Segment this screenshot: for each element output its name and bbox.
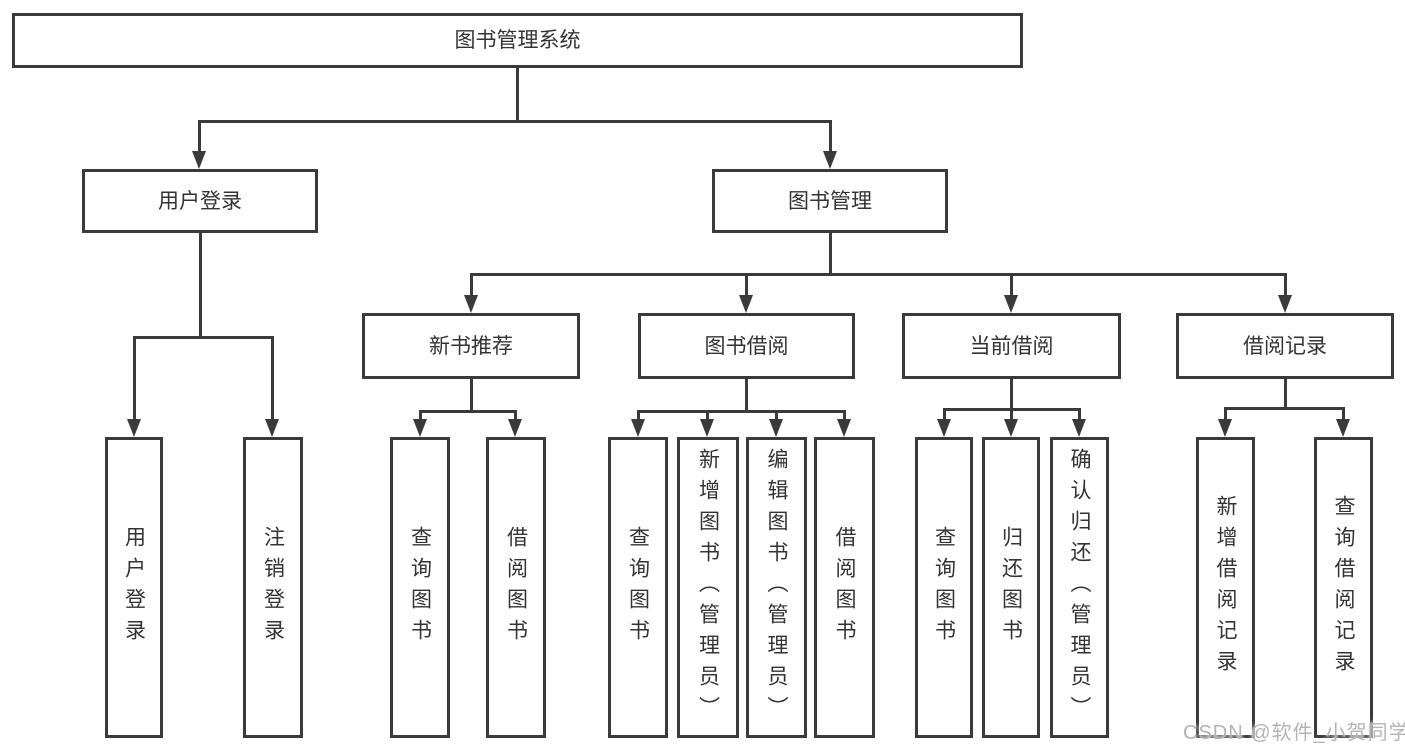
node-new-book-recommend: 新书推荐 [362, 313, 580, 379]
arrow-down-leaf [837, 419, 851, 437]
arrow-down-leaf [1336, 419, 1350, 437]
connector-leaf-shaft [271, 336, 274, 421]
leaf-add-book-admin-label: 新增图书（管理员） [696, 448, 720, 727]
node-user-login: 用户登录 [82, 169, 318, 233]
connector-leaf-shaft [943, 408, 946, 422]
leaf-return-book: 归还图书 [982, 437, 1040, 738]
connector-book-mgmt-shaft [829, 120, 832, 153]
arrow-down-current-borrow [1004, 295, 1018, 313]
connector-book-borrow-drop [745, 379, 748, 413]
leaf-add-book-admin: 新增图书（管理员） [677, 437, 739, 738]
connector-leaf-shaft [843, 410, 846, 422]
csdn-watermark: CSDN @软件_小贺同学 [1183, 722, 1405, 744]
arrow-down-leaf [769, 419, 783, 437]
connector-l3-shaft [1284, 273, 1287, 298]
leaf-logout: 注销登录 [243, 437, 303, 738]
arrow-down-book-mgmt [823, 151, 837, 169]
node-library-system: 图书管理系统 [12, 13, 1023, 68]
node-current-borrow: 当前借阅 [902, 313, 1121, 379]
arrow-down-leaf [1072, 419, 1086, 437]
arrow-down-leaf [1218, 419, 1232, 437]
connector-leaf-shaft [514, 410, 517, 422]
leaf-confirm-return-admin-label: 确认归还（管理员） [1068, 448, 1091, 727]
node-book-borrow: 图书借阅 [638, 313, 855, 379]
connector-leaf-shaft [775, 410, 778, 422]
connector-l3-shaft [745, 273, 748, 298]
leaf-user-login: 用户登录 [105, 437, 163, 738]
connector-current-borrow-drop [1010, 379, 1013, 411]
connector-leaf-shaft [706, 410, 709, 422]
connector-root-drop [516, 68, 519, 120]
connector-book-borrow-bar [637, 410, 846, 413]
connector-book-mgmt-bar [470, 273, 1286, 276]
connector-leaf-shaft [419, 410, 422, 422]
leaf-logout-label: 注销登录 [261, 525, 285, 650]
leaf-add-borrow-record-label: 新增借阅记录 [1214, 494, 1237, 681]
arrow-down-leaf [127, 419, 141, 437]
connector-user-login-bar [133, 336, 274, 339]
leaf-borrow-query-book: 查询图书 [608, 437, 668, 738]
connector-leaf-shaft [637, 410, 640, 422]
leaf-newbook-query-label: 查询图书 [408, 525, 432, 650]
connector-borrow-record-bar [1224, 407, 1345, 410]
arrow-down-leaf [508, 419, 522, 437]
connector-book-mgmt-drop [829, 233, 832, 276]
connector-new-book-drop [470, 379, 473, 413]
connector-leaf-shaft [1224, 407, 1227, 422]
leaf-borrow-book: 借阅图书 [814, 437, 875, 738]
arrow-down-borrow-record [1278, 295, 1292, 313]
connector-leaf-shaft [1010, 408, 1013, 422]
leaf-return-book-label: 归还图书 [999, 525, 1023, 650]
connector-root-bar [198, 120, 832, 123]
leaf-confirm-return-admin: 确认归还（管理员） [1050, 437, 1109, 738]
leaf-borrow-book-label: 借阅图书 [833, 525, 856, 650]
node-book-management: 图书管理 [712, 169, 948, 233]
node-user-login-label: 用户登录 [158, 189, 242, 213]
node-book-management-label: 图书管理 [788, 189, 872, 213]
node-borrow-record-label: 借阅记录 [1243, 334, 1327, 358]
connector-leaf-shaft [1078, 408, 1081, 422]
arrow-down-leaf [1004, 419, 1018, 437]
connector-leaf-shaft [133, 336, 136, 421]
arrow-down-book-borrow [739, 295, 753, 313]
arrow-down-leaf [937, 419, 951, 437]
arrow-down-new-book [464, 295, 478, 313]
node-book-borrow-label: 图书借阅 [704, 334, 789, 358]
leaf-newbook-borrow-label: 借阅图书 [504, 525, 528, 650]
leaf-query-borrow-record-label: 查询借阅记录 [1332, 494, 1355, 681]
node-borrow-record: 借阅记录 [1176, 313, 1394, 379]
leaf-current-query-book-label: 查询图书 [932, 525, 956, 650]
arrow-down-leaf [700, 419, 714, 437]
connector-borrow-record-drop [1284, 379, 1287, 410]
leaf-edit-book-admin-label: 编辑图书（管理员） [765, 448, 788, 727]
node-library-system-label: 图书管理系统 [454, 29, 581, 52]
connector-new-book-bar [419, 410, 517, 413]
leaf-borrow-query-book-label: 查询图书 [626, 525, 650, 650]
arrow-down-leaf [265, 419, 279, 437]
leaf-newbook-borrow: 借阅图书 [486, 437, 546, 738]
connector-user-login-shaft [198, 120, 201, 153]
leaf-user-login-label: 用户登录 [122, 525, 146, 650]
leaf-newbook-query: 查询图书 [390, 437, 450, 738]
connector-l3-shaft [1010, 273, 1013, 298]
arrow-down-leaf [413, 419, 427, 437]
connector-leaf-shaft [1342, 407, 1345, 422]
node-current-borrow-label: 当前借阅 [969, 334, 1054, 358]
leaf-current-query-book: 查询图书 [915, 437, 973, 738]
node-new-book-recommend-label: 新书推荐 [429, 334, 513, 358]
leaf-edit-book-admin: 编辑图书（管理员） [746, 437, 807, 738]
arrow-down-user-login [192, 151, 206, 169]
connector-user-login-drop [199, 233, 202, 339]
connector-l3-shaft [470, 273, 473, 298]
leaf-query-borrow-record: 查询借阅记录 [1314, 437, 1373, 738]
arrow-down-leaf [631, 419, 645, 437]
leaf-add-borrow-record: 新增借阅记录 [1196, 437, 1255, 738]
